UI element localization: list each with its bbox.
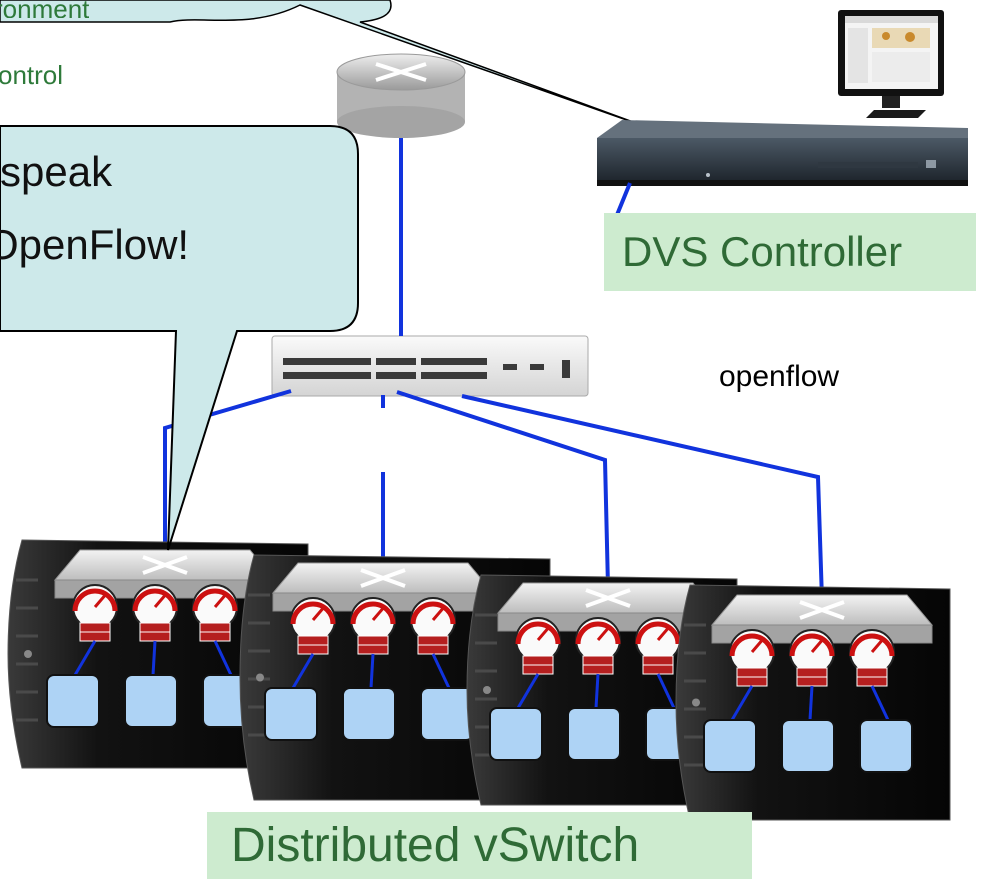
server-group [7,539,951,821]
callout-text-1: speak [0,148,113,195]
vm-link [730,685,754,721]
link-server-3 [396,390,610,588]
power-led [692,698,700,707]
cloud-text-1: ronment [0,0,90,18]
gauge-band [849,633,895,657]
gauge-band [132,588,178,612]
gauge-needle [596,625,612,641]
monitor-icon [838,10,944,118]
gauge-needle [750,637,766,653]
vm-link [151,640,157,676]
vm-box [342,687,396,741]
gauge-needle [371,605,387,621]
gauge-band [515,621,561,645]
callout-text-2: OpenFlow! [0,221,190,268]
gauge-band [192,588,238,612]
gauge-band [729,633,775,657]
vm-box [420,687,474,741]
cloud-callout [0,0,656,131]
vm-link [656,673,676,709]
vm-box [264,687,318,741]
gauge-needle [870,637,886,653]
vm-box [489,707,543,761]
gauge-band [72,588,118,612]
gauge-band [789,633,835,657]
vswitch-arrows-icon [142,555,188,575]
vm-box [124,674,178,728]
vm-link [213,640,233,676]
vm-link [870,685,890,721]
openflow-label: openflow [719,360,840,393]
gauge-needle [213,592,229,608]
vm-link [369,653,375,689]
vm-box [567,707,621,761]
server-3 [466,574,738,806]
gauge-band [635,621,681,645]
vm-box [703,719,757,773]
power-led [256,673,264,682]
gauge-band [290,601,336,625]
vm-box [46,674,100,728]
switch-icon [271,335,589,397]
router-icon [336,53,466,138]
vm-box [781,719,835,773]
vm-link [594,673,600,709]
vswitch-arrows-icon [360,568,406,588]
gauge-needle [656,625,672,641]
gauge-needle [431,605,447,621]
vm-link [73,640,97,676]
distributed-vswitch-label: Distributed vSwitch [207,812,752,879]
gauge-needle [153,592,169,608]
vm-link [808,685,814,721]
link-server-4 [461,394,824,601]
vm-link [431,653,451,689]
link-server-1 [163,389,292,555]
openflow-callout [0,125,359,551]
vswitch-arrows-icon [799,600,845,620]
vm-box [859,719,913,773]
vm-link [291,653,315,689]
gauge-needle [311,605,327,621]
gauge-band [575,621,621,645]
power-led [24,650,32,658]
gauge-needle [93,592,109,608]
controller-label: DVS Controller [604,213,976,291]
gauge-band [350,601,396,625]
gauge-needle [810,637,826,653]
vm-link [516,673,540,709]
server-4 [675,584,951,821]
cloud-text-2: ontrol [0,60,64,90]
controller-appliance-icon [597,120,968,186]
network-links [163,138,824,601]
power-led [483,686,491,694]
gauge-band [410,601,456,625]
server-1 [7,539,309,769]
vswitch-arrows-icon [585,588,631,608]
gauge-needle [536,625,552,641]
